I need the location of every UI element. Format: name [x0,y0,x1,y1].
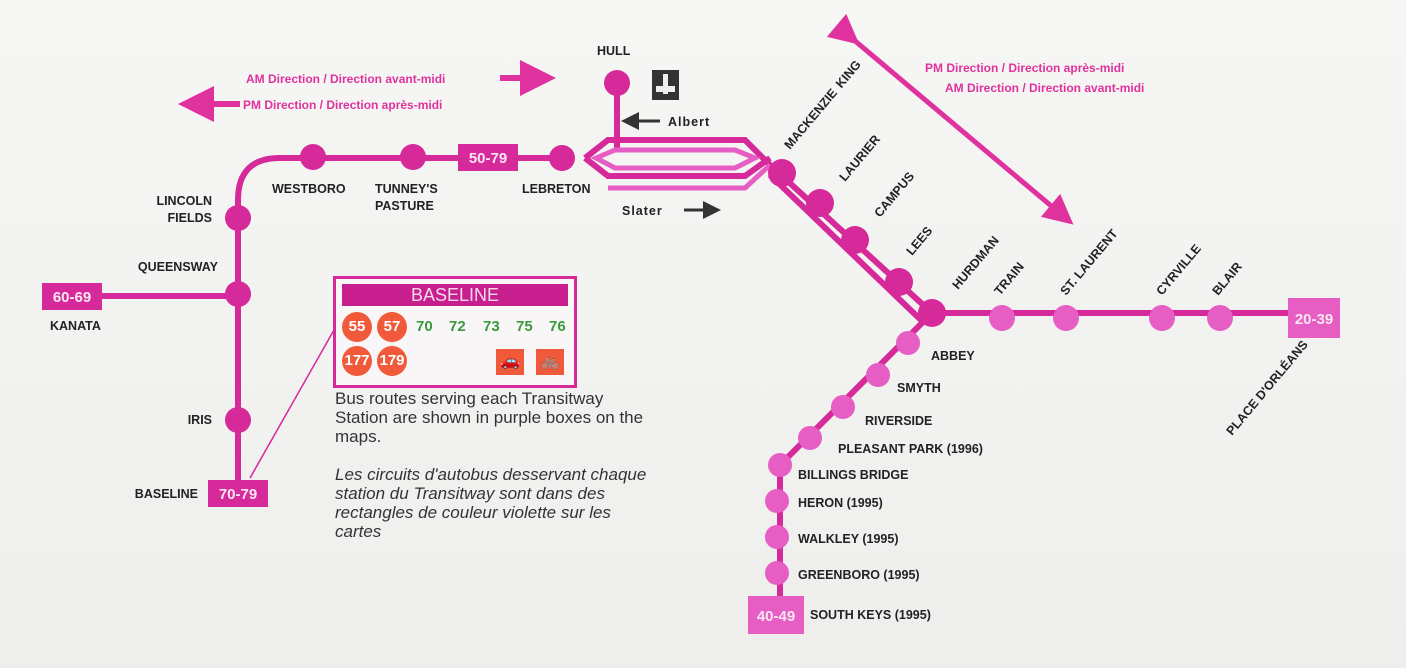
route-box-east [1288,298,1340,338]
label-kanata: KANATA [50,319,101,333]
legend-pointer [249,329,335,479]
label-train: TRAIN [992,260,1027,298]
stations [225,70,1233,585]
label-riverside: RIVERSIDE [865,414,932,428]
label-south-keys: SOUTH KEYS (1995) [810,608,931,622]
route-number: 76 [549,318,566,335]
route-box-kanata-label: 60-69 [53,289,91,306]
legend-box: BASELINE 55 57 177 179 70 72 73 75 76 🚗 … [333,276,577,388]
station-queensway[interactable] [225,281,251,307]
station-campus[interactable] [841,226,869,254]
route-box-south [748,596,804,634]
station-train[interactable] [989,305,1015,331]
route-circle: 57 [377,312,407,342]
station-westboro[interactable] [300,144,326,170]
station-lincoln-fields[interactable] [225,205,251,231]
route-box-downtown-label: 50-79 [469,150,507,167]
label-baseline: BASELINE [135,487,198,501]
station-greenboro[interactable] [765,561,789,585]
label-smyth: SMYTH [897,381,941,395]
label-greenboro: GREENBORO (1995) [798,568,920,582]
station-cyrville[interactable] [1149,305,1175,331]
label-laurier: LAURIER [837,132,883,184]
label-cyrville: CYRVILLE [1154,242,1204,298]
route-circle: 179 [377,346,407,376]
station-abbey[interactable] [896,331,920,355]
station-heron[interactable] [765,489,789,513]
station-tunneys-pasture[interactable] [400,144,426,170]
label-mackenzie-1: MACKENZIE [782,86,840,152]
legend-title: BASELINE [342,284,568,306]
label-abbey: ABBEY [931,349,975,363]
route-number: 72 [449,318,466,335]
label-tunneys-1: TUNNEY'S [375,182,438,196]
label-heron: HERON (1995) [798,496,883,510]
station-iris[interactable] [225,407,251,433]
route-number: 75 [516,318,533,335]
label-hurdman: HURDMAN [950,233,1002,291]
diag-pm-label: PM Direction / Direction après-midi [925,61,1124,75]
label-lees: LEES [904,224,936,258]
label-iris: IRIS [188,413,212,427]
car-icon: 🚗 [496,349,524,375]
label-st-laurent: ST. LAURENT [1058,226,1121,298]
am-direction-label: AM Direction / Direction avant-midi [246,72,445,86]
route-box-kanata [42,283,102,310]
label-tunneys-2: PASTURE [375,199,434,213]
station-mackenzie-king[interactable] [768,159,796,187]
label-pleasant-park: PLEASANT PARK (1996) [838,442,983,456]
route-number: 70 [416,318,433,335]
station-laurier[interactable] [806,189,834,217]
street-slater: Slater [622,204,663,218]
note-english: Bus routes serving each Transitway Stati… [335,389,644,446]
label-queensway: QUEENSWAY [138,260,219,274]
diagonal-direction-arrow [826,13,1074,225]
label-hull: HULL [597,44,631,58]
route-circle: 55 [342,312,372,342]
bicycle-icon: 🚲 [536,349,564,375]
route-box-east-label: 20-39 [1295,311,1333,328]
street-albert: Albert [668,115,710,129]
station-lebreton[interactable] [549,145,575,171]
label-mackenzie-2: KING [833,58,864,91]
label-lincoln-2: FIELDS [168,211,212,225]
label-walkley: WALKLEY (1995) [798,532,899,546]
station-hurdman[interactable] [918,299,946,327]
label-place-orleans: PLACE D'ORLÉANS [1223,337,1311,438]
station-smyth[interactable] [866,363,890,387]
label-billings-bridge: BILLINGS BRIDGE [798,468,908,482]
station-riverside[interactable] [831,395,855,419]
station-lees[interactable] [885,268,913,296]
label-blair: BLAIR [1210,260,1245,298]
label-campus: CAMPUS [872,169,918,219]
route-box-downtown [458,144,518,171]
station-hull[interactable] [604,70,630,96]
station-blair[interactable] [1207,305,1233,331]
pm-direction-label: PM Direction / Direction après-midi [243,98,442,112]
label-westboro: WESTBORO [272,182,346,196]
route-box-south-label: 40-49 [757,608,795,625]
route-box-baseline-label: 70-79 [219,486,257,503]
station-pleasant-park[interactable] [798,426,822,450]
note-french: Les circuits d'autobus desservant chaque… [335,465,647,541]
transitway-lines [102,83,1290,610]
label-lincoln-1: LINCOLN [156,194,212,208]
station-st-laurent[interactable] [1053,305,1079,331]
station-billings-bridge[interactable] [768,453,792,477]
label-lebreton: LEBRETON [522,182,591,196]
diag-am-label: AM Direction / Direction avant-midi [945,81,1144,95]
route-box-baseline [208,480,268,507]
route-number: 73 [483,318,500,335]
station-walkley[interactable] [765,525,789,549]
route-circle: 177 [342,346,372,376]
